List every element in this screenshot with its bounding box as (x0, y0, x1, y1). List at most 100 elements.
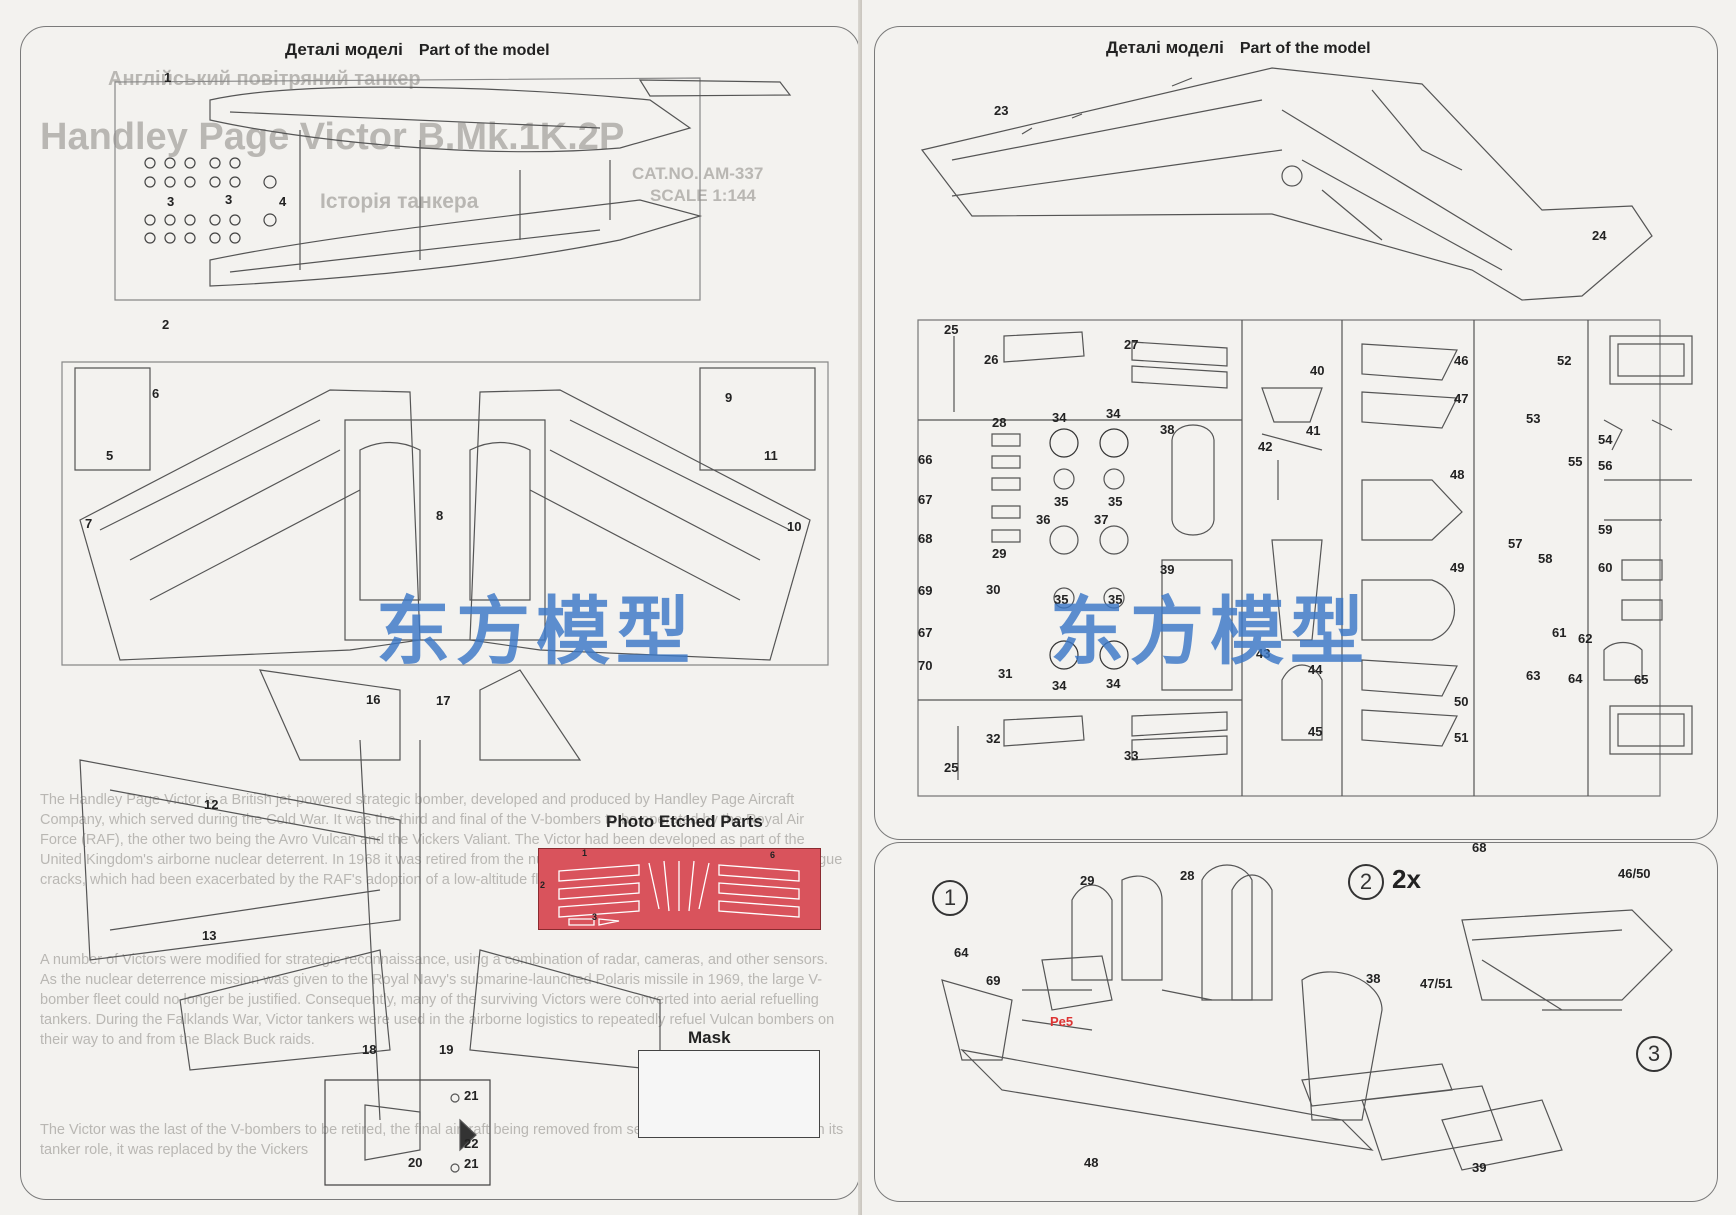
right-header: Деталі моделі Part of the model (1106, 38, 1371, 58)
part-number: 8 (436, 508, 444, 523)
part-number: 11 (764, 448, 778, 463)
part-number: 4 (279, 194, 287, 209)
part-number: 27 (1124, 337, 1139, 352)
part-number: 12 (204, 797, 219, 812)
part-number: 34 (1052, 678, 1067, 693)
right-header-uk: Деталі моделі (1106, 38, 1224, 57)
ghost-title: Handley Page Victor B.Mk.1K.2P (40, 116, 625, 158)
part-number: 32 (986, 731, 1001, 746)
part-number: 35 (1054, 494, 1069, 509)
step-label: 28 (1180, 868, 1195, 883)
part-number: 1 (164, 70, 172, 85)
part-number: 35 (1108, 592, 1123, 607)
wing-sprue-large (920, 67, 1653, 301)
part-number: 34 (1106, 406, 1121, 421)
part-number: 48 (1450, 467, 1465, 482)
part-number: 69 (918, 583, 933, 598)
part-number: 40 (1310, 363, 1325, 378)
part-number: 39 (1160, 562, 1175, 577)
part-number: 33 (1124, 748, 1139, 763)
part-number: 36 (1036, 512, 1051, 527)
part-number: 22 (464, 1136, 479, 1151)
part-number: 41 (1306, 423, 1321, 438)
part-number: 37 (1094, 512, 1109, 527)
right-top-frame (874, 26, 1718, 840)
part-number: 2 (162, 317, 170, 332)
part-number: 3 (167, 194, 175, 209)
part-number: 30 (986, 582, 1001, 597)
part-number: 10 (787, 519, 802, 534)
part-number: 26 (984, 352, 999, 367)
part-number: 35 (1108, 494, 1123, 509)
part-number: 43 (1256, 646, 1271, 661)
part-number: 5 (106, 448, 114, 463)
part-number: 70 (918, 658, 933, 673)
step-2-multiplier: 2x (1392, 864, 1421, 894)
part-number: 35 (1054, 592, 1069, 607)
pe-number-6: 6 (770, 850, 776, 860)
left-page: Деталі моделі Part of the model Англійськ… (0, 0, 862, 1215)
part-number: 61 (1552, 625, 1567, 640)
part-number: 38 (1160, 422, 1175, 437)
left-header-uk: Деталі моделі (285, 40, 403, 59)
part-number: 49 (1450, 560, 1465, 575)
step2-art (1461, 909, 1673, 1011)
parts-tree (917, 319, 1693, 797)
step-1-marker: 1 (932, 880, 968, 916)
part-number: 62 (1578, 631, 1593, 646)
part-number: 53 (1526, 411, 1541, 426)
step-label: 47/51 (1420, 976, 1453, 991)
part-number: 55 (1568, 454, 1583, 469)
pe-number-3: 3 (592, 912, 598, 922)
part-number: 60 (1598, 560, 1613, 575)
step3-art (1301, 1063, 1563, 1171)
watermark-left: 东方模型 (376, 589, 696, 675)
part-number: 63 (1526, 668, 1541, 683)
step1-art (941, 864, 1383, 1151)
part-number: 28 (992, 415, 1007, 430)
part-number: 52 (1557, 353, 1572, 368)
right-drawings (917, 67, 1693, 1171)
part-number: 9 (725, 390, 733, 405)
right-bottom-frame (874, 842, 1718, 1202)
step-label: 29 (1080, 873, 1095, 888)
part-number: 24 (1592, 228, 1607, 243)
step-label: 64 (954, 945, 969, 960)
step-2-marker: 2 (1348, 864, 1384, 900)
part-number: 21 (464, 1156, 479, 1171)
part-number: 66 (918, 452, 933, 467)
part-number: 67 (918, 625, 933, 640)
step-label: 48 (1084, 1155, 1099, 1170)
step-label: 68 (1472, 840, 1487, 855)
left-header: Деталі моделі Part of the model (285, 40, 550, 60)
wing-sprue (61, 361, 829, 666)
step-label: 46/50 (1618, 866, 1651, 881)
part-number: 34 (1106, 676, 1121, 691)
part-number: 34 (1052, 410, 1067, 425)
step-label: 39 (1472, 1160, 1487, 1175)
pe-number-2: 2 (540, 880, 546, 890)
part-number: 23 (994, 103, 1009, 118)
part-number: 21 (464, 1088, 479, 1103)
part-number: 20 (408, 1155, 423, 1170)
part-number: 56 (1598, 458, 1613, 473)
part-number: 18 (362, 1042, 377, 1057)
part-number: 25 (944, 322, 959, 337)
right-header-en: Part of the model (1239, 40, 1371, 57)
fuselage-sprue (114, 77, 792, 301)
ghost-para-2: A number of Victors were modified for st… (40, 952, 835, 1048)
part-number: 7 (85, 516, 93, 531)
step-label: 69 (986, 973, 1001, 988)
part-number: 31 (998, 666, 1013, 681)
ghost-subtitle: Англійський повітряний танкер (108, 68, 421, 90)
left-header-en: Part of the model (418, 42, 550, 59)
mask-title: Mask (688, 1028, 731, 1047)
part-number: 50 (1454, 694, 1469, 709)
photo-etched-parts-art (558, 860, 800, 926)
step-label: Pe5 (1050, 1014, 1074, 1029)
part-number: 54 (1598, 432, 1613, 447)
ghost-scale: SCALE 1:144 (650, 186, 756, 205)
part-number: 65 (1634, 672, 1649, 687)
part-number: 67 (918, 492, 933, 507)
part-number: 47 (1454, 391, 1469, 406)
